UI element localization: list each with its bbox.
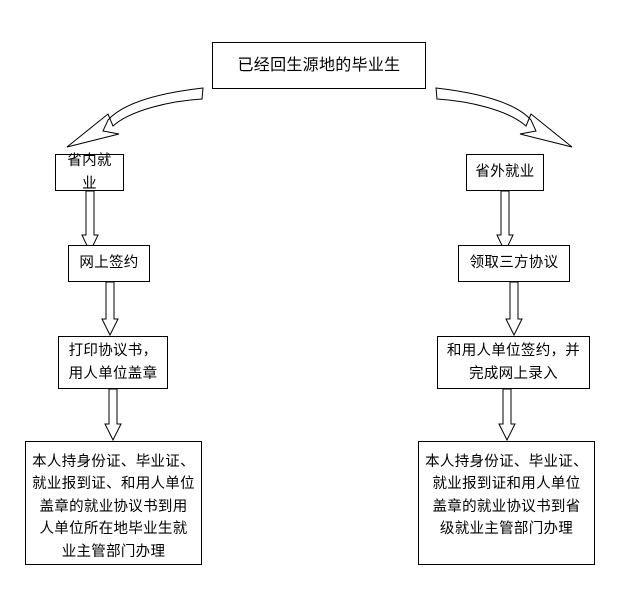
flow-node-local-employment-bureau: 本人持身份证、毕业证、 就业报到证、和用人单位 盖章的就业协议书到用 人单位所在… [25, 441, 202, 565]
arrow-out-of-province-to-tripartite-agreement [496, 190, 514, 254]
arrow-tripartite-agreement-to-sign-with-employer [505, 281, 523, 337]
arrow-sign-with-employer-to-provincial-bureau [498, 388, 516, 442]
flow-node-online-signing: 网上签约 [68, 245, 150, 282]
flow-node-receive-tripartite-agreement: 领取三方协议 [458, 245, 570, 282]
flow-node-title: 已经回生源地的毕业生 [212, 42, 426, 89]
flow-node-sign-with-employer-online-entry: 和用人单位签约，并 完成网上录入 [437, 336, 590, 389]
flow-node-print-agreement-stamp: 打印协议书， 用人单位盖章 [58, 336, 168, 389]
flow-node-in-province-employment: 省内就业 [55, 153, 124, 192]
flow-node-out-of-province-employment: 省外就业 [466, 154, 544, 191]
arrow-print-agreement-to-local-bureau [104, 388, 122, 442]
arrow-online-signing-to-print-agreement [101, 281, 119, 337]
arrow-in-province-to-online-signing [81, 190, 99, 254]
flow-node-provincial-employment-bureau: 本人持身份证、毕业证、 就业报到证和用人单位 盖章的就业协议书到省 级就业主管部… [418, 441, 595, 565]
